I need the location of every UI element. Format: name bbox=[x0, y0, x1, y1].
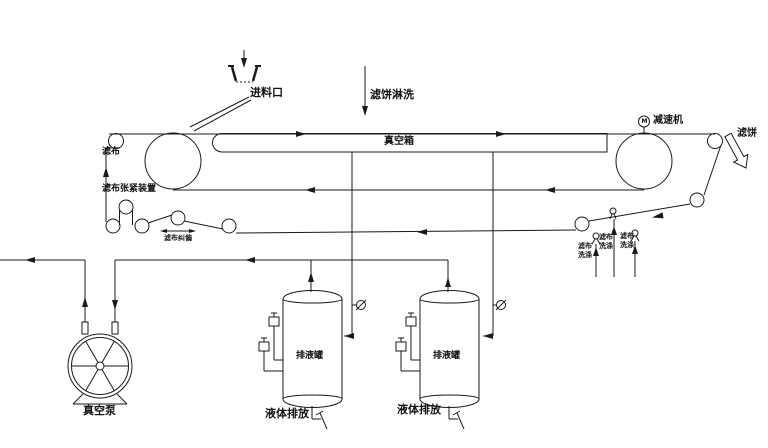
drain-pipe-2 bbox=[483, 152, 507, 339]
cake-rinse-label: 滤饼淋洗 bbox=[370, 88, 414, 101]
feed-chute bbox=[189, 96, 252, 132]
left-drum bbox=[144, 132, 202, 190]
cloth-wash-label-1: 滤布 洗涤 bbox=[578, 242, 592, 259]
drain-tank-1-label: 排液罐 bbox=[296, 351, 324, 361]
cloth-tensioner-assembly bbox=[105, 199, 237, 234]
cake-rinse-arrow bbox=[362, 66, 368, 116]
motor-symbol bbox=[638, 115, 650, 134]
cloth-arrow-up bbox=[103, 167, 109, 177]
vacuum-gauge-icon bbox=[356, 300, 366, 310]
drain-tank-2 bbox=[395, 290, 480, 430]
vacuum-box bbox=[212, 133, 608, 153]
cake-arrow bbox=[724, 132, 749, 169]
vacuum-pump bbox=[67, 321, 133, 405]
tank-level-valves bbox=[395, 312, 420, 372]
liquid-discharge-2-label: 液体排放 bbox=[397, 403, 441, 416]
filter-cloth-label: 滤布 bbox=[102, 147, 121, 157]
filter-cake-label: 滤饼 bbox=[737, 128, 757, 139]
feed-hopper bbox=[228, 65, 261, 83]
cloth-return-right bbox=[588, 144, 722, 222]
cloth-aligner-arrow bbox=[160, 229, 196, 233]
cloth-wash-nozzles bbox=[591, 207, 640, 277]
drain-tank-1 bbox=[258, 290, 343, 430]
return-roller bbox=[574, 216, 590, 232]
drain-pipe-1 bbox=[344, 152, 367, 339]
tank-drain-valve bbox=[311, 406, 328, 430]
head-roller bbox=[707, 133, 723, 149]
cloth-wash-line: 滤布 bbox=[578, 242, 592, 250]
cloth-wash-line: 洗涤 bbox=[599, 241, 613, 250]
pump-exhaust-line bbox=[0, 257, 88, 322]
cloth-wash-line: 洗涤 bbox=[578, 250, 592, 259]
cloth-arrow bbox=[417, 229, 427, 235]
cloth-left-riser bbox=[103, 147, 109, 222]
cloth-aligner-label: 滤布纠偏 bbox=[164, 234, 192, 242]
vacuum-gauge-icon bbox=[496, 300, 506, 310]
feed-flow-arrow bbox=[241, 50, 247, 68]
belt-arrow-left bbox=[305, 187, 315, 193]
vacuum-box-label: 真空箱 bbox=[384, 136, 414, 147]
right-drum bbox=[615, 132, 673, 190]
tank-drain-valve bbox=[448, 406, 465, 430]
motor-letter: M bbox=[641, 117, 648, 125]
vacuum-pump-label: 真空泵 bbox=[83, 404, 116, 417]
top-left-roller bbox=[108, 133, 124, 149]
lower-belt bbox=[173, 187, 644, 193]
discharge-roller bbox=[689, 192, 705, 208]
cloth-arrow bbox=[652, 212, 664, 219]
cloth-bottom-run bbox=[235, 229, 577, 235]
cloth-tensioner-label: 滤布张紧装置 bbox=[102, 184, 157, 194]
liquid-discharge-1-label: 液体排放 bbox=[265, 407, 309, 420]
tank-level-valves bbox=[258, 312, 283, 372]
cloth-wash-label-3: 滤布 洗涤 bbox=[620, 232, 634, 249]
belt-arrow-left bbox=[545, 187, 555, 193]
vacuum-manifold bbox=[112, 257, 451, 322]
pump-port bbox=[111, 321, 119, 335]
cloth-wash-line: 滤布 bbox=[620, 232, 634, 240]
cloth-wash-line: 滤布 bbox=[599, 233, 613, 241]
feed-inlet-label: 进料口 bbox=[250, 86, 283, 99]
drain-tank-2-label: 排液罐 bbox=[433, 351, 461, 361]
pump-port bbox=[81, 321, 89, 335]
reducer-label: 减速机 bbox=[653, 115, 683, 126]
cloth-wash-label-2: 滤布 洗涤 bbox=[599, 233, 613, 250]
cloth-wash-line: 洗涤 bbox=[620, 240, 634, 249]
